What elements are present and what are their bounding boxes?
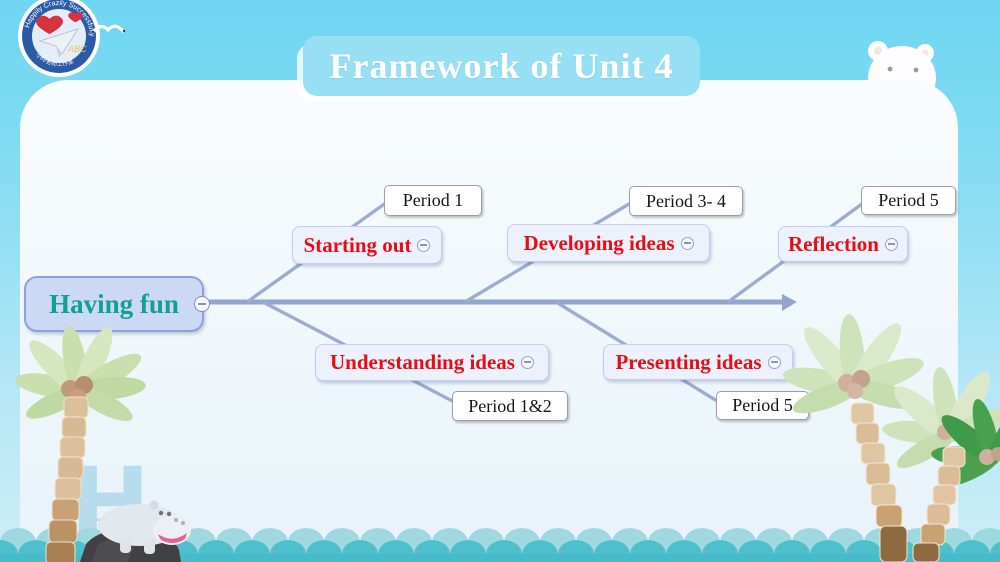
node-label: Presenting ideas [615,349,762,374]
mindmap-node-period-1-2[interactable]: Period 1&2 [452,391,568,421]
collapse-icon[interactable] [194,296,210,312]
period-label: Period 5 [732,395,793,415]
collapse-icon[interactable] [884,237,898,251]
collapse-icon[interactable] [520,356,534,369]
mindmap-node-period-3-4[interactable]: Period 3- 4 [629,186,743,216]
collapse-icon[interactable] [417,238,431,252]
mindmap-node-reflection[interactable]: Reflection [778,226,908,262]
mindmap-node-developing-ideas[interactable]: Developing ideas [507,224,710,262]
wave-front-base [0,554,1000,562]
node-label: Reflection [788,231,879,256]
page-title: Framework of Unit 4 [329,46,674,86]
node-label: Developing ideas [523,230,675,255]
mindmap-node-understanding-ideas[interactable]: Understanding ideas [315,344,549,381]
wave-front [0,540,1000,554]
collapse-icon[interactable] [767,355,781,369]
title-banner: Framework of Unit 4 [303,36,700,96]
mindmap-node-presenting-ideas[interactable]: Presenting ideas [603,344,793,380]
mindmap-node-period-5-bottom[interactable]: Period 5 [716,391,809,420]
mindmap-node-starting-out[interactable]: Starting out [292,226,442,264]
period-label: Period 1&2 [468,395,552,416]
root-label: Having fun [49,288,179,319]
node-label: Understanding ideas [330,350,515,374]
logo-abc-text: ABC [67,44,87,54]
period-label: Period 1 [402,190,464,210]
collapse-icon[interactable] [680,236,694,250]
wave-back [0,528,1000,542]
period-label: Period 5 [878,190,939,210]
node-label: Starting out [303,232,412,257]
mindmap-node-period-5-top[interactable]: Period 5 [861,186,956,215]
mindmap-root-node[interactable]: Having fun [24,276,210,332]
mindmap-node-period-1[interactable]: Period 1 [384,185,482,216]
period-label: Period 3- 4 [646,190,726,211]
workshop-logo: Happily Crazily Successfully ABC 小玲名师工作室 [18,0,100,77]
